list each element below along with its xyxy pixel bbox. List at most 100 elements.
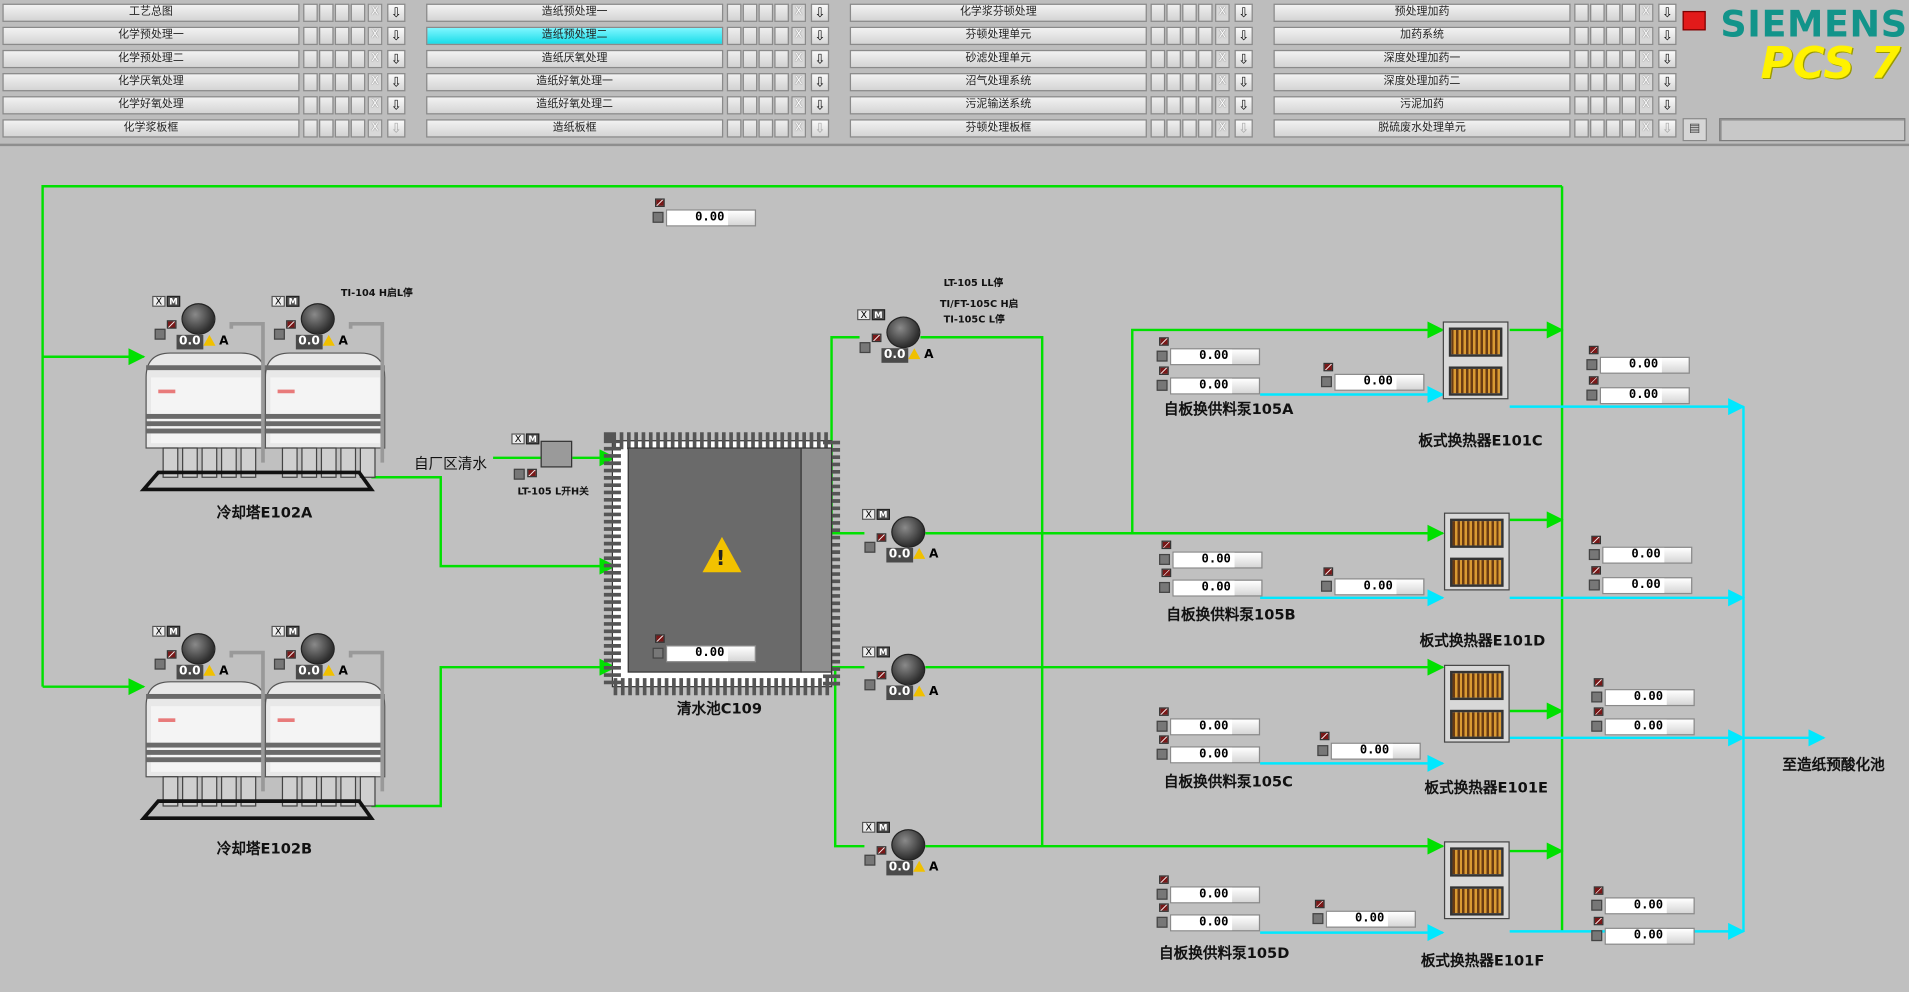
basin-level[interactable]: 0.00 bbox=[665, 645, 757, 663]
nav-down-arrow-icon[interactable]: ⇩ bbox=[1234, 73, 1253, 92]
pump-105b-x-flag[interactable]: X bbox=[861, 508, 876, 520]
nav-down-arrow-icon[interactable]: ⇩ bbox=[1234, 26, 1253, 46]
reading-19-flag[interactable] bbox=[1593, 916, 1604, 926]
nav-button-3-3[interactable]: 深度处理加药二 bbox=[1273, 73, 1571, 92]
nav-button-3-4[interactable]: 污泥加药 bbox=[1273, 96, 1571, 115]
pump-105c[interactable] bbox=[891, 653, 926, 686]
pump-105c-x-flag[interactable]: X bbox=[861, 646, 876, 658]
nav-down-arrow-icon[interactable]: ⇩ bbox=[1234, 119, 1253, 138]
nav-button-1-3[interactable]: 造纸好氧处理一 bbox=[426, 73, 724, 92]
nav-down-arrow-icon[interactable]: ⇩ bbox=[1658, 96, 1677, 115]
nav-button-0-1[interactable]: 化学预处理一 bbox=[2, 26, 300, 46]
reading-3-flag[interactable] bbox=[1161, 540, 1172, 550]
pump-105d[interactable] bbox=[891, 829, 926, 861]
reading-1-flag[interactable] bbox=[1159, 366, 1169, 375]
reading-6[interactable]: 0.00 bbox=[1170, 718, 1261, 736]
nav-down-arrow-icon[interactable]: ⇩ bbox=[1658, 3, 1677, 22]
tower-b1-fan[interactable] bbox=[181, 633, 216, 665]
nav-button-1-5[interactable]: 造纸板框 bbox=[426, 119, 724, 138]
print-icon[interactable]: ▤ bbox=[1682, 118, 1707, 142]
tower-b2-fan-x-flag[interactable]: X bbox=[271, 625, 285, 637]
reading-15[interactable]: 0.00 bbox=[1602, 577, 1693, 595]
tower-b2-fan-flag[interactable] bbox=[286, 650, 296, 659]
reading-0[interactable]: 0.00 bbox=[1170, 348, 1261, 366]
nav-button-1-4[interactable]: 造纸好氧处理二 bbox=[426, 96, 724, 115]
nav-down-arrow-icon[interactable]: ⇩ bbox=[1658, 73, 1677, 92]
reading-9-flag[interactable] bbox=[1159, 875, 1169, 884]
reading-5[interactable]: 0.00 bbox=[1334, 578, 1425, 596]
reading-9[interactable]: 0.00 bbox=[1170, 886, 1261, 904]
reading-7-flag[interactable] bbox=[1159, 735, 1169, 744]
reading-7[interactable]: 0.00 bbox=[1170, 746, 1261, 764]
reading-8[interactable]: 0.00 bbox=[1330, 742, 1421, 760]
nav-down-arrow-icon[interactable]: ⇩ bbox=[1658, 49, 1677, 69]
reading-14[interactable]: 0.00 bbox=[1602, 546, 1693, 564]
nav-button-3-1[interactable]: 加药系统 bbox=[1273, 26, 1571, 46]
reading-12[interactable]: 0.00 bbox=[1599, 356, 1690, 374]
nav-down-arrow-icon[interactable]: ⇩ bbox=[387, 26, 406, 46]
reading-16[interactable]: 0.00 bbox=[1604, 689, 1695, 707]
nav-button-0-4[interactable]: 化学好氧处理 bbox=[2, 96, 300, 115]
nav-down-arrow-icon[interactable]: ⇩ bbox=[810, 49, 830, 69]
nav-down-arrow-icon[interactable]: ⇩ bbox=[1658, 119, 1677, 138]
nav-button-0-0[interactable]: 工艺总图 bbox=[2, 3, 300, 22]
reading-5-flag[interactable] bbox=[1323, 567, 1334, 576]
reading-3[interactable]: 0.00 bbox=[1172, 551, 1263, 569]
pump-105b[interactable] bbox=[891, 516, 926, 548]
nav-down-arrow-icon[interactable]: ⇩ bbox=[1234, 3, 1253, 22]
reading-18-flag[interactable] bbox=[1593, 886, 1604, 895]
nav-down-arrow-icon[interactable]: ⇩ bbox=[387, 3, 406, 22]
nav-down-arrow-icon[interactable]: ⇩ bbox=[1234, 96, 1253, 115]
pump-105c-manual-flag[interactable]: M bbox=[876, 646, 890, 658]
reading-15-flag[interactable] bbox=[1591, 566, 1602, 575]
reading-12-flag[interactable] bbox=[1588, 345, 1599, 355]
nav-button-3-2[interactable]: 深度处理加药一 bbox=[1273, 49, 1571, 69]
heat-exchanger-2[interactable] bbox=[1443, 664, 1510, 743]
nav-down-arrow-icon[interactable]: ⇩ bbox=[810, 119, 830, 138]
nav-down-arrow-icon[interactable]: ⇩ bbox=[810, 73, 830, 92]
reading-17[interactable]: 0.00 bbox=[1604, 718, 1695, 736]
reading-13[interactable]: 0.00 bbox=[1599, 387, 1690, 405]
reading-6-flag[interactable] bbox=[1159, 707, 1169, 716]
nav-button-2-3[interactable]: 沼气处理系统 bbox=[849, 73, 1147, 92]
reading-2-flag[interactable] bbox=[1323, 362, 1334, 372]
pump-105b-flag[interactable] bbox=[876, 533, 887, 542]
top-reading[interactable]: 0.00 bbox=[665, 209, 757, 227]
reading-11-flag[interactable] bbox=[1314, 899, 1325, 909]
heat-exchanger-1[interactable] bbox=[1443, 512, 1510, 591]
tower-b2-fan-manual-flag[interactable]: M bbox=[286, 625, 300, 637]
pump-105b-manual-flag[interactable]: M bbox=[876, 508, 890, 520]
nav-button-2-0[interactable]: 化学浆芬顿处理 bbox=[849, 3, 1147, 22]
nav-button-2-2[interactable]: 砂滤处理单元 bbox=[849, 49, 1147, 69]
tower-b1-fan-flag[interactable] bbox=[166, 650, 177, 659]
tower-a2-fan-flag[interactable] bbox=[286, 320, 296, 329]
reading-18[interactable]: 0.00 bbox=[1604, 897, 1695, 915]
tower-a2-fan[interactable] bbox=[300, 303, 335, 335]
inlet-valve[interactable] bbox=[540, 440, 573, 468]
nav-button-1-0[interactable]: 造纸预处理一 bbox=[426, 3, 724, 22]
nav-down-arrow-icon[interactable]: ⇩ bbox=[810, 26, 830, 46]
reading-17-flag[interactable] bbox=[1593, 707, 1604, 716]
tower-a1-fan-manual-flag[interactable]: M bbox=[166, 295, 181, 307]
reading-0-flag[interactable] bbox=[1159, 337, 1169, 346]
pump-105a-x-flag[interactable]: X bbox=[857, 309, 871, 321]
top-reading-flag[interactable] bbox=[655, 198, 665, 207]
reading-16-flag[interactable] bbox=[1593, 678, 1604, 687]
pump-105a-manual-flag[interactable]: M bbox=[871, 309, 886, 321]
nav-button-3-0[interactable]: 预处理加药 bbox=[1273, 3, 1571, 22]
pump-105c-flag[interactable] bbox=[876, 670, 887, 680]
reading-2[interactable]: 0.00 bbox=[1334, 373, 1425, 391]
tower-a1-fan[interactable] bbox=[181, 303, 216, 335]
nav-button-0-3[interactable]: 化学厌氧处理 bbox=[2, 73, 300, 92]
nav-button-0-2[interactable]: 化学预处理二 bbox=[2, 49, 300, 69]
nav-button-2-5[interactable]: 芬顿处理板框 bbox=[849, 119, 1147, 138]
tower-b1-fan-manual-flag[interactable]: M bbox=[166, 625, 181, 637]
nav-down-arrow-icon[interactable]: ⇩ bbox=[387, 96, 406, 115]
reading-8-flag[interactable] bbox=[1319, 731, 1330, 741]
reading-4-flag[interactable] bbox=[1161, 568, 1172, 578]
nav-down-arrow-icon[interactable]: ⇩ bbox=[810, 3, 830, 22]
nav-down-arrow-icon[interactable]: ⇩ bbox=[387, 73, 406, 92]
nav-down-arrow-icon[interactable]: ⇩ bbox=[810, 96, 830, 115]
pump-105d-x-flag[interactable]: X bbox=[861, 821, 876, 833]
reading-10-flag[interactable] bbox=[1159, 903, 1169, 912]
